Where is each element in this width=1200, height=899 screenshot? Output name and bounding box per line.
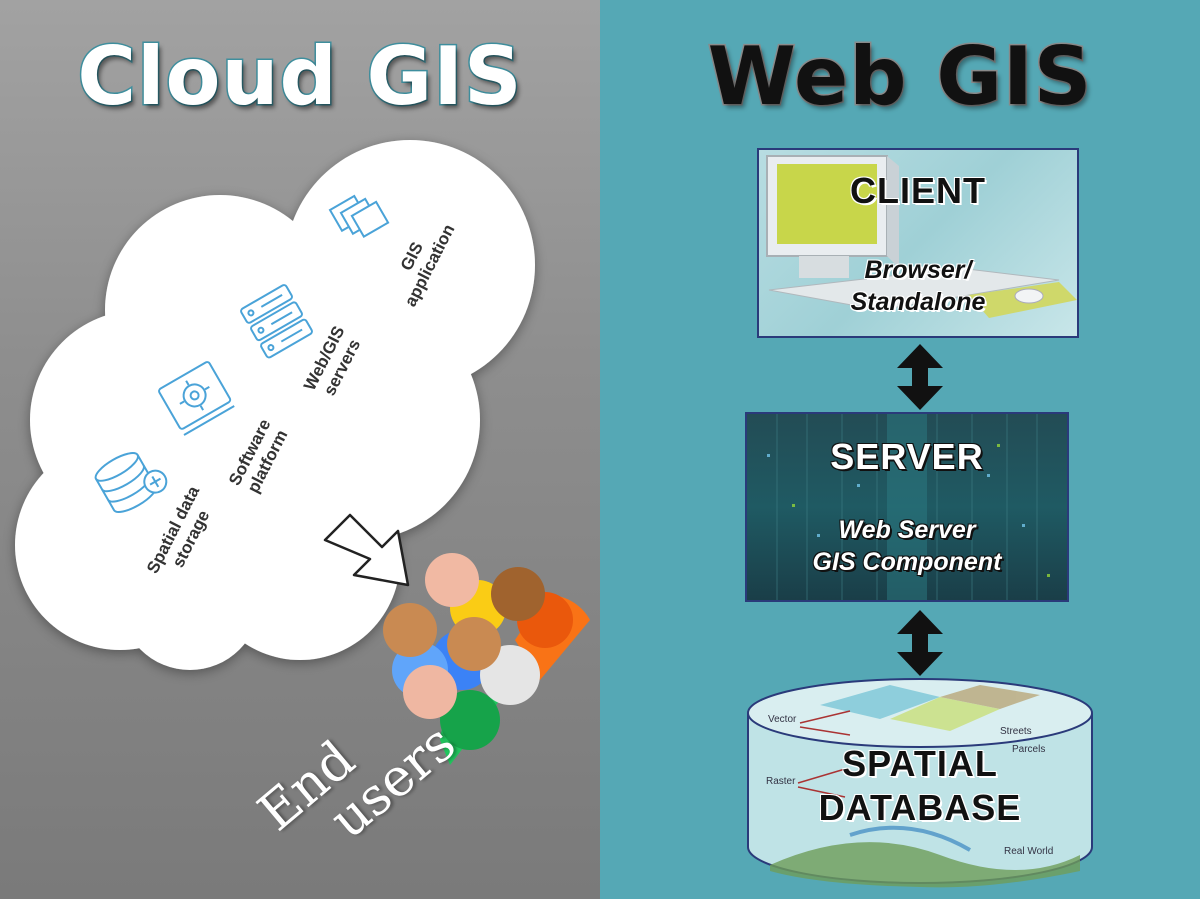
layers-icon: [328, 194, 390, 239]
server-subtitle-line: GIS Component: [812, 548, 1002, 576]
server-rack-icon: [240, 284, 313, 359]
database-plus-icon: [94, 452, 168, 513]
double-arrow-icon: [897, 344, 943, 410]
gear-screen-icon: [158, 361, 235, 436]
web-gis-title: Web GIS: [706, 29, 1093, 125]
client-subtitle-line: Browser/: [864, 256, 972, 284]
client-subtitle-line: Standalone: [850, 288, 986, 316]
users-cluster-icon: [383, 553, 590, 765]
database-title-line: SPATIAL: [842, 743, 998, 784]
server-subtitle-line: Web Server: [838, 516, 976, 544]
server-room-graphic: [767, 414, 1050, 600]
db-label-real-world: Real World: [1004, 846, 1054, 857]
server-box: SERVER Web Server GIS Component: [745, 412, 1069, 602]
database-title-line: DATABASE: [818, 787, 1022, 828]
db-label-parcels: Parcels: [1012, 744, 1046, 755]
server-subtitle: Web Server GIS Component: [747, 514, 1067, 578]
arrow-icon: [323, 513, 410, 587]
cloud-shape: [15, 140, 535, 670]
database-cylinder: [747, 678, 1093, 888]
cloud-gis-title: Cloud GIS: [76, 29, 523, 125]
client-subtitle: Browser/ Standalone: [759, 254, 1077, 318]
db-label-raster: Raster: [766, 776, 796, 787]
db-label-streets: Streets: [1000, 726, 1032, 737]
cloud-graphic: [15, 140, 590, 765]
server-title: SERVER: [830, 436, 984, 477]
database-title: SPATIAL DATABASE: [748, 742, 1092, 830]
client-box: CLIENT Browser/ Standalone: [757, 148, 1079, 338]
db-label-vector: Vector: [768, 714, 797, 725]
computer-icon: [766, 155, 1077, 318]
client-title: CLIENT: [850, 170, 986, 211]
double-arrow-icon: [897, 610, 943, 676]
